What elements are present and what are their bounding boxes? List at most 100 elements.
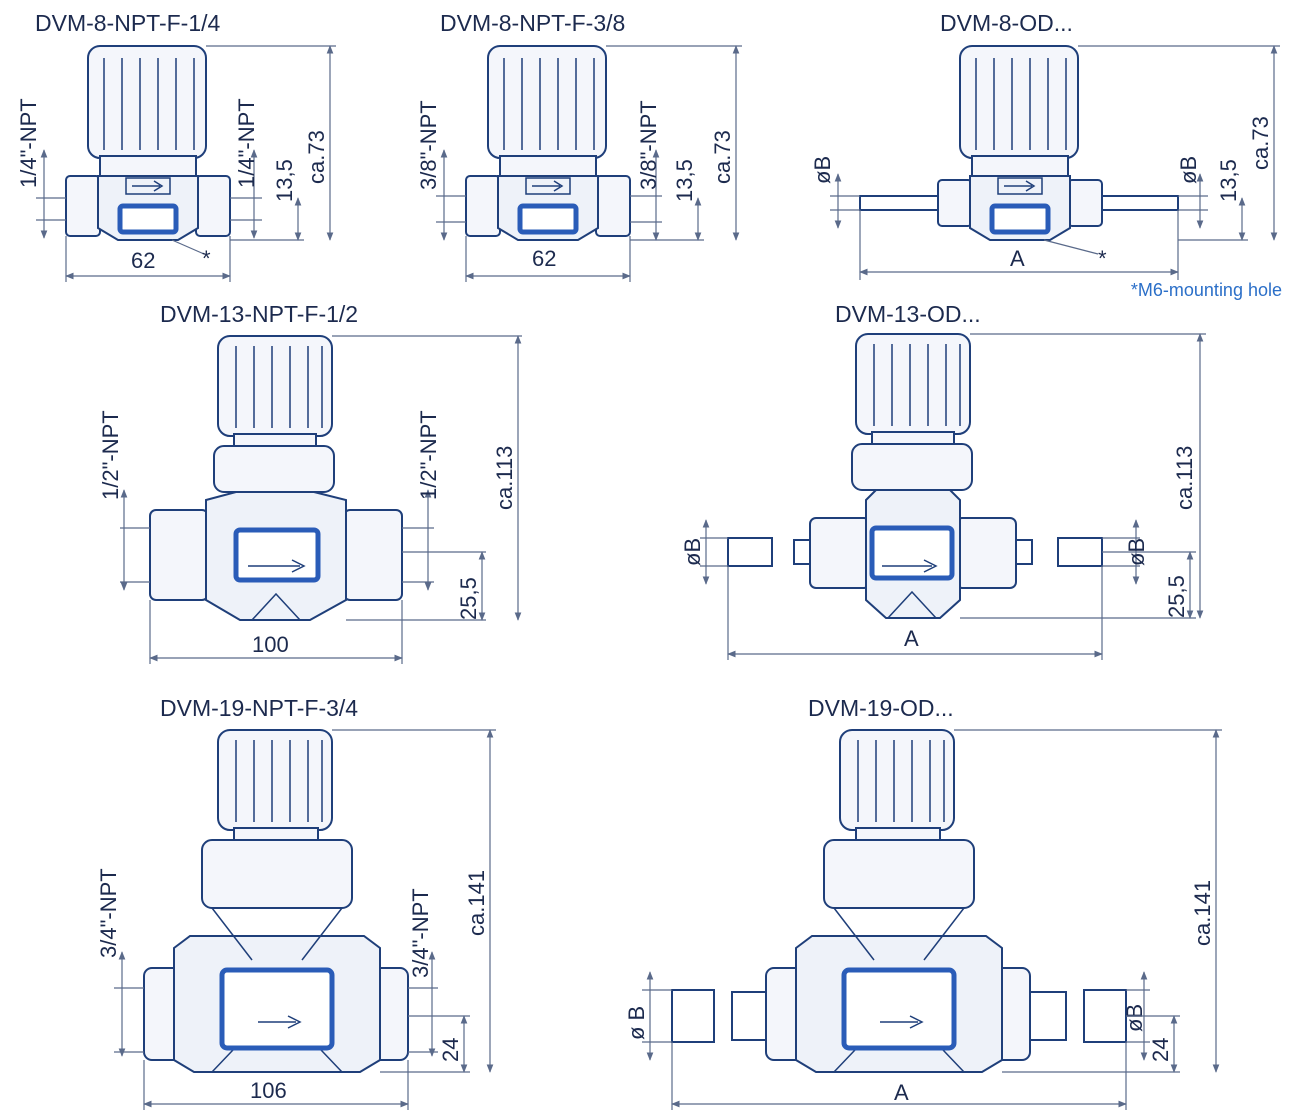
tube-right-stub <box>1027 991 1067 1041</box>
tube-right-end <box>1057 537 1103 567</box>
port-left-label: ø B <box>624 1006 649 1040</box>
knob-grip-ribs <box>235 346 323 428</box>
width-label: A <box>1010 246 1025 271</box>
flow-direction-arrow <box>532 180 564 192</box>
offset-label: 24 <box>438 1038 463 1062</box>
drawing-dvm-13-npt-f-1-2: DVM-13-NPT-F-1/2 1/2"-NPT 1/2"-NPT 25,5 … <box>98 301 522 664</box>
bonnet <box>823 839 975 909</box>
bonnet <box>851 443 973 491</box>
height-label: ca.73 <box>1248 116 1273 170</box>
compression-nut-left <box>809 517 871 589</box>
port-right-label: 3/8"-NPT <box>636 100 661 190</box>
handwheel-knob <box>487 45 607 159</box>
compression-nut-left <box>937 179 973 227</box>
drawing-title: DVM-8-NPT-F-1/4 <box>35 10 221 36</box>
mounting-hole-marker: * <box>202 246 211 271</box>
drawing-title: DVM-13-OD... <box>835 301 981 327</box>
flow-arrow-plate <box>997 177 1043 195</box>
handwheel-knob <box>855 333 971 435</box>
port-right <box>343 509 403 601</box>
tube-left <box>859 195 941 211</box>
flow-direction-arrow <box>1004 180 1036 192</box>
sight-window <box>869 525 955 581</box>
flow-direction-arrow <box>882 559 938 573</box>
height-label: ca.141 <box>464 870 489 936</box>
sight-window <box>117 203 179 235</box>
knob-grip-ribs <box>503 58 595 150</box>
height-label: ca.73 <box>710 130 735 184</box>
handwheel-knob <box>217 335 333 437</box>
port-left <box>65 175 101 237</box>
bonnet-neck <box>499 155 597 179</box>
width-label: 106 <box>250 1078 287 1103</box>
port-left-label: øB <box>810 156 835 184</box>
drawing-dvm-13-od: DVM-13-OD... øB øB 25,5 ca.113 A <box>680 301 1206 660</box>
handwheel-knob <box>839 729 955 831</box>
mounting-base <box>251 592 301 621</box>
knob-grip-ribs <box>975 58 1067 150</box>
drawing-dvm-8-npt-f-3-8: DVM-8-NPT-F-3/8 3/8"-NPT 3/8"-NPT 13,5 c… <box>416 10 742 282</box>
port-right <box>195 175 231 237</box>
width-label: A <box>904 626 919 651</box>
flow-direction-arrow <box>248 559 306 573</box>
offset-label: 24 <box>1148 1038 1173 1062</box>
sight-window <box>219 967 335 1051</box>
bonnet-neck <box>971 155 1069 179</box>
sight-window <box>989 203 1051 235</box>
drawing-dvm-19-od: DVM-19-OD... ø B øB 24 ca.141 A <box>624 695 1222 1110</box>
flow-direction-arrow <box>132 180 164 192</box>
drawing-title: DVM-8-NPT-F-3/8 <box>440 10 625 36</box>
offset-label: 13,5 <box>1216 159 1241 202</box>
drawing-title: DVM-19-NPT-F-3/4 <box>160 695 358 721</box>
mounting-base <box>887 590 937 619</box>
bonnet <box>201 839 353 909</box>
knob-grip-ribs <box>857 740 945 822</box>
body-contour-lines <box>833 907 965 1073</box>
tube-left-end <box>671 989 715 1043</box>
offset-label: 25,5 <box>456 577 481 620</box>
flow-arrow-plate <box>125 177 171 195</box>
bonnet-neck <box>99 155 197 179</box>
handwheel-knob <box>959 45 1079 159</box>
drawing-dvm-19-npt-f-3-4: DVM-19-NPT-F-3/4 3/4"-NPT 3/4"-NPT 24 ca… <box>96 695 496 1110</box>
port-right-label: øB <box>1122 1004 1147 1032</box>
knob-grip-ribs <box>235 740 323 822</box>
port-right <box>595 175 631 237</box>
drawing-title: DVM-13-NPT-F-1/2 <box>160 301 358 327</box>
handwheel-knob <box>87 45 207 159</box>
drawing-title: DVM-19-OD... <box>808 695 954 721</box>
sight-window <box>233 527 321 583</box>
flow-arrow-plate <box>525 177 571 195</box>
tube-right <box>1099 195 1179 211</box>
body-contour-lines <box>211 907 343 1073</box>
sight-window <box>517 203 579 235</box>
tube-right-end <box>1083 989 1127 1043</box>
mounting-hole-note: *M6-mounting hole <box>1131 280 1282 300</box>
offset-label: 13,5 <box>672 159 697 202</box>
height-label: ca.113 <box>1172 446 1197 510</box>
port-left-label: øB <box>680 538 705 566</box>
drawing-title: DVM-8-OD... <box>940 10 1073 36</box>
height-label: ca.141 <box>1190 880 1215 946</box>
port-right-label: øB <box>1176 156 1201 184</box>
offset-label: 13,5 <box>272 159 297 202</box>
tube-left-end <box>727 537 773 567</box>
port-left-label: 3/8"-NPT <box>416 100 441 190</box>
mounting-hole-marker: * <box>1098 246 1107 271</box>
flow-direction-arrow <box>880 1015 924 1029</box>
handwheel-knob <box>217 729 333 831</box>
port-left <box>465 175 501 237</box>
height-label: ca.113 <box>492 446 517 510</box>
drawing-dvm-8-npt-f-1-4: DVM-8-NPT-F-1/4 1/4"-NPT 1/4"-NPT 13,5 c… <box>16 10 336 282</box>
drawing-dvm-8-od: DVM-8-OD... øB øB 13,5 ca.73 A * *M6-mou… <box>810 10 1282 300</box>
bonnet <box>213 445 335 493</box>
tube-left-stub <box>731 991 771 1041</box>
knob-grip-ribs <box>873 344 961 426</box>
width-label: 100 <box>252 632 289 657</box>
flow-direction-arrow <box>258 1015 302 1029</box>
port-left-label: 3/4"-NPT <box>96 868 121 958</box>
port-right-label: 1/4"-NPT <box>234 98 259 188</box>
offset-label: 25,5 <box>1164 575 1189 618</box>
sight-window <box>841 967 957 1051</box>
